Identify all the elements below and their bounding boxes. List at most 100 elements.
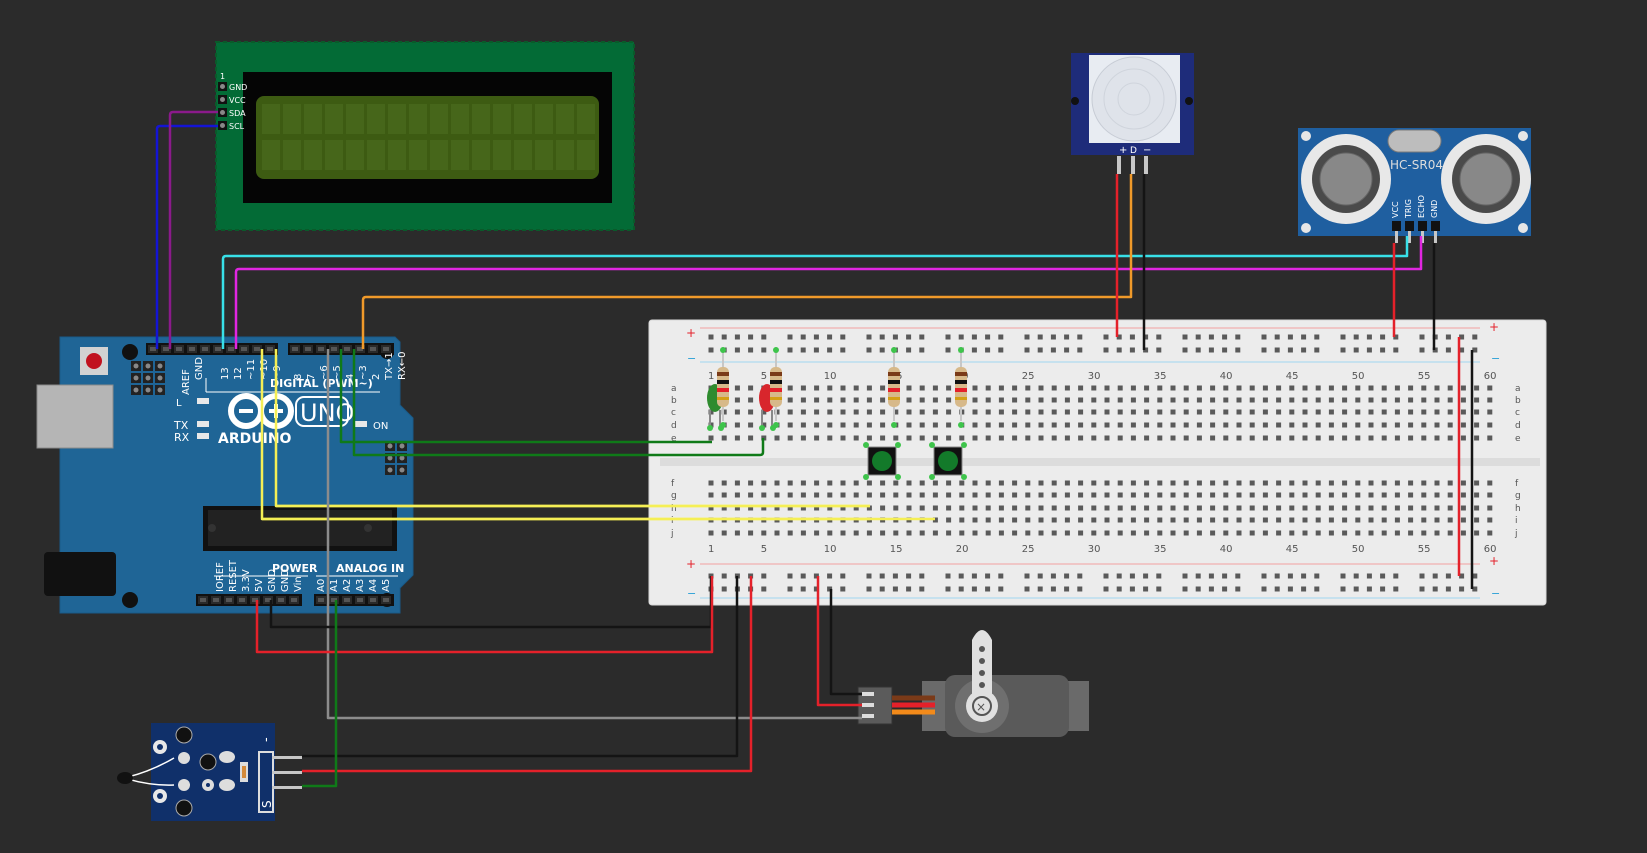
- rail-hole: [892, 573, 898, 579]
- pir-sensor[interactable]: + D −: [1071, 53, 1194, 174]
- lcd-pin-label: VCC: [229, 96, 246, 105]
- breadboard-hole: [814, 492, 820, 498]
- breadboard-hole: [1249, 385, 1255, 391]
- rail-hole: [1445, 347, 1451, 353]
- breadboard-hole: [1289, 409, 1295, 415]
- breadboard-row-letter: f: [1515, 479, 1519, 489]
- breadboard-hole: [1210, 409, 1216, 415]
- breadboard-hole: [1249, 530, 1255, 536]
- breadboard-hole: [1276, 385, 1282, 391]
- breadboard-hole: [774, 492, 780, 498]
- breadboard-hole: [959, 517, 965, 523]
- breadboard-hole: [1381, 530, 1387, 536]
- rail-hole: [1037, 347, 1043, 353]
- arduino-pin-label: ~11: [246, 359, 257, 380]
- breadboard-hole: [946, 385, 952, 391]
- rail-hole: [1393, 347, 1399, 353]
- breadboard-hole: [1038, 409, 1044, 415]
- arduino-uno[interactable]: ARDUINO UNO L TX RX ON DIGITAL (PWM~) PO…: [36, 336, 414, 614]
- arduino-brand: ARDUINO: [218, 431, 292, 447]
- breadboard-hole: [1170, 409, 1176, 415]
- rail-hole: [1050, 573, 1056, 579]
- breadboard-hole: [1289, 505, 1295, 511]
- breadboard-hole: [748, 409, 754, 415]
- breadboard-hole: [985, 422, 991, 428]
- breadboard-hole: [1328, 492, 1334, 498]
- header-hole: [213, 598, 219, 602]
- lcd-pin-hole: [220, 84, 225, 89]
- breadboard-hole: [708, 505, 714, 511]
- rail-plus-label: +: [686, 557, 696, 571]
- breadboard-hole: [1117, 422, 1123, 428]
- breadboard-hole: [1012, 397, 1018, 403]
- breadboard-hole: [946, 492, 952, 498]
- breadboard-hole: [1474, 385, 1480, 391]
- breadboard-hole: [1012, 492, 1018, 498]
- breadboard-hole: [734, 409, 740, 415]
- servo-motor[interactable]: ×: [857, 630, 1089, 737]
- breadboard-hole: [1051, 397, 1057, 403]
- breadboard-hole: [1130, 435, 1136, 441]
- rail-hole: [1445, 334, 1451, 340]
- rail-hole: [1419, 334, 1425, 340]
- breadboard-col-number: 30: [1088, 544, 1101, 555]
- header-hole: [239, 598, 245, 602]
- breadboard-hole: [1355, 435, 1361, 441]
- breadboard-hole: [1064, 492, 1070, 498]
- breadboard-hole: [1170, 397, 1176, 403]
- breadboard-hole: [1289, 480, 1295, 486]
- breadboard-hole: [1394, 480, 1400, 486]
- arduino-power-label: POWER: [272, 562, 318, 575]
- wire: [352, 349, 765, 457]
- led-lead: [771, 410, 773, 428]
- resistor-band: [770, 397, 782, 400]
- rail-hole: [1024, 586, 1030, 592]
- breadboard-hole: [1012, 530, 1018, 536]
- rail-hole: [734, 334, 740, 340]
- breadboard-hole: [734, 397, 740, 403]
- breadboard-col-number: 60: [1484, 544, 1497, 555]
- breadboard-hole: [1038, 435, 1044, 441]
- breadboard-hole: [906, 492, 912, 498]
- breadboard-col-number: 15: [890, 544, 903, 555]
- lcd-character-grid: [262, 104, 595, 170]
- breadboard[interactable]: 1155101015152020252530303535404045455050…: [648, 319, 1547, 606]
- breadboard-hole: [1078, 530, 1084, 536]
- pin-marker: [958, 347, 964, 353]
- header-hole: [331, 598, 337, 602]
- rail-hole: [1208, 334, 1214, 340]
- pin-marker: [863, 442, 869, 448]
- icsp-hole: [133, 363, 139, 369]
- breadboard-hole: [1434, 517, 1440, 523]
- temperature-sensor-module[interactable]: - S: [117, 723, 302, 821]
- breadboard-hole: [919, 480, 925, 486]
- breadboard-hole: [1038, 530, 1044, 536]
- rail-hole: [1195, 334, 1201, 340]
- breadboard-hole: [1196, 492, 1202, 498]
- breadboard-col-number: 60: [1484, 371, 1497, 382]
- breadboard-hole: [1328, 480, 1334, 486]
- breadboard-col-number: 35: [1154, 544, 1167, 555]
- breadboard-hole: [985, 492, 991, 498]
- rail-hole: [1261, 334, 1267, 340]
- rail-hole: [1208, 586, 1214, 592]
- breadboard-hole: [1236, 385, 1242, 391]
- pin-marker: [707, 425, 713, 431]
- breadboard-hole: [1328, 517, 1334, 523]
- breadboard-hole: [1157, 409, 1163, 415]
- breadboard-hole: [1342, 492, 1348, 498]
- breadboard-col-number: 30: [1088, 371, 1101, 382]
- led-lead: [709, 410, 711, 428]
- rail-hole: [1301, 573, 1307, 579]
- rail-hole: [919, 347, 925, 353]
- arduino-pin-label: A5: [381, 579, 392, 592]
- rail-hole: [919, 573, 925, 579]
- rail-hole: [971, 573, 977, 579]
- breadboard-col-number: 50: [1352, 371, 1365, 382]
- breadboard-hole: [1434, 530, 1440, 536]
- pir-pin-vcc: +: [1119, 145, 1127, 156]
- breadboard-hole: [1289, 385, 1295, 391]
- rail-hole: [1222, 334, 1228, 340]
